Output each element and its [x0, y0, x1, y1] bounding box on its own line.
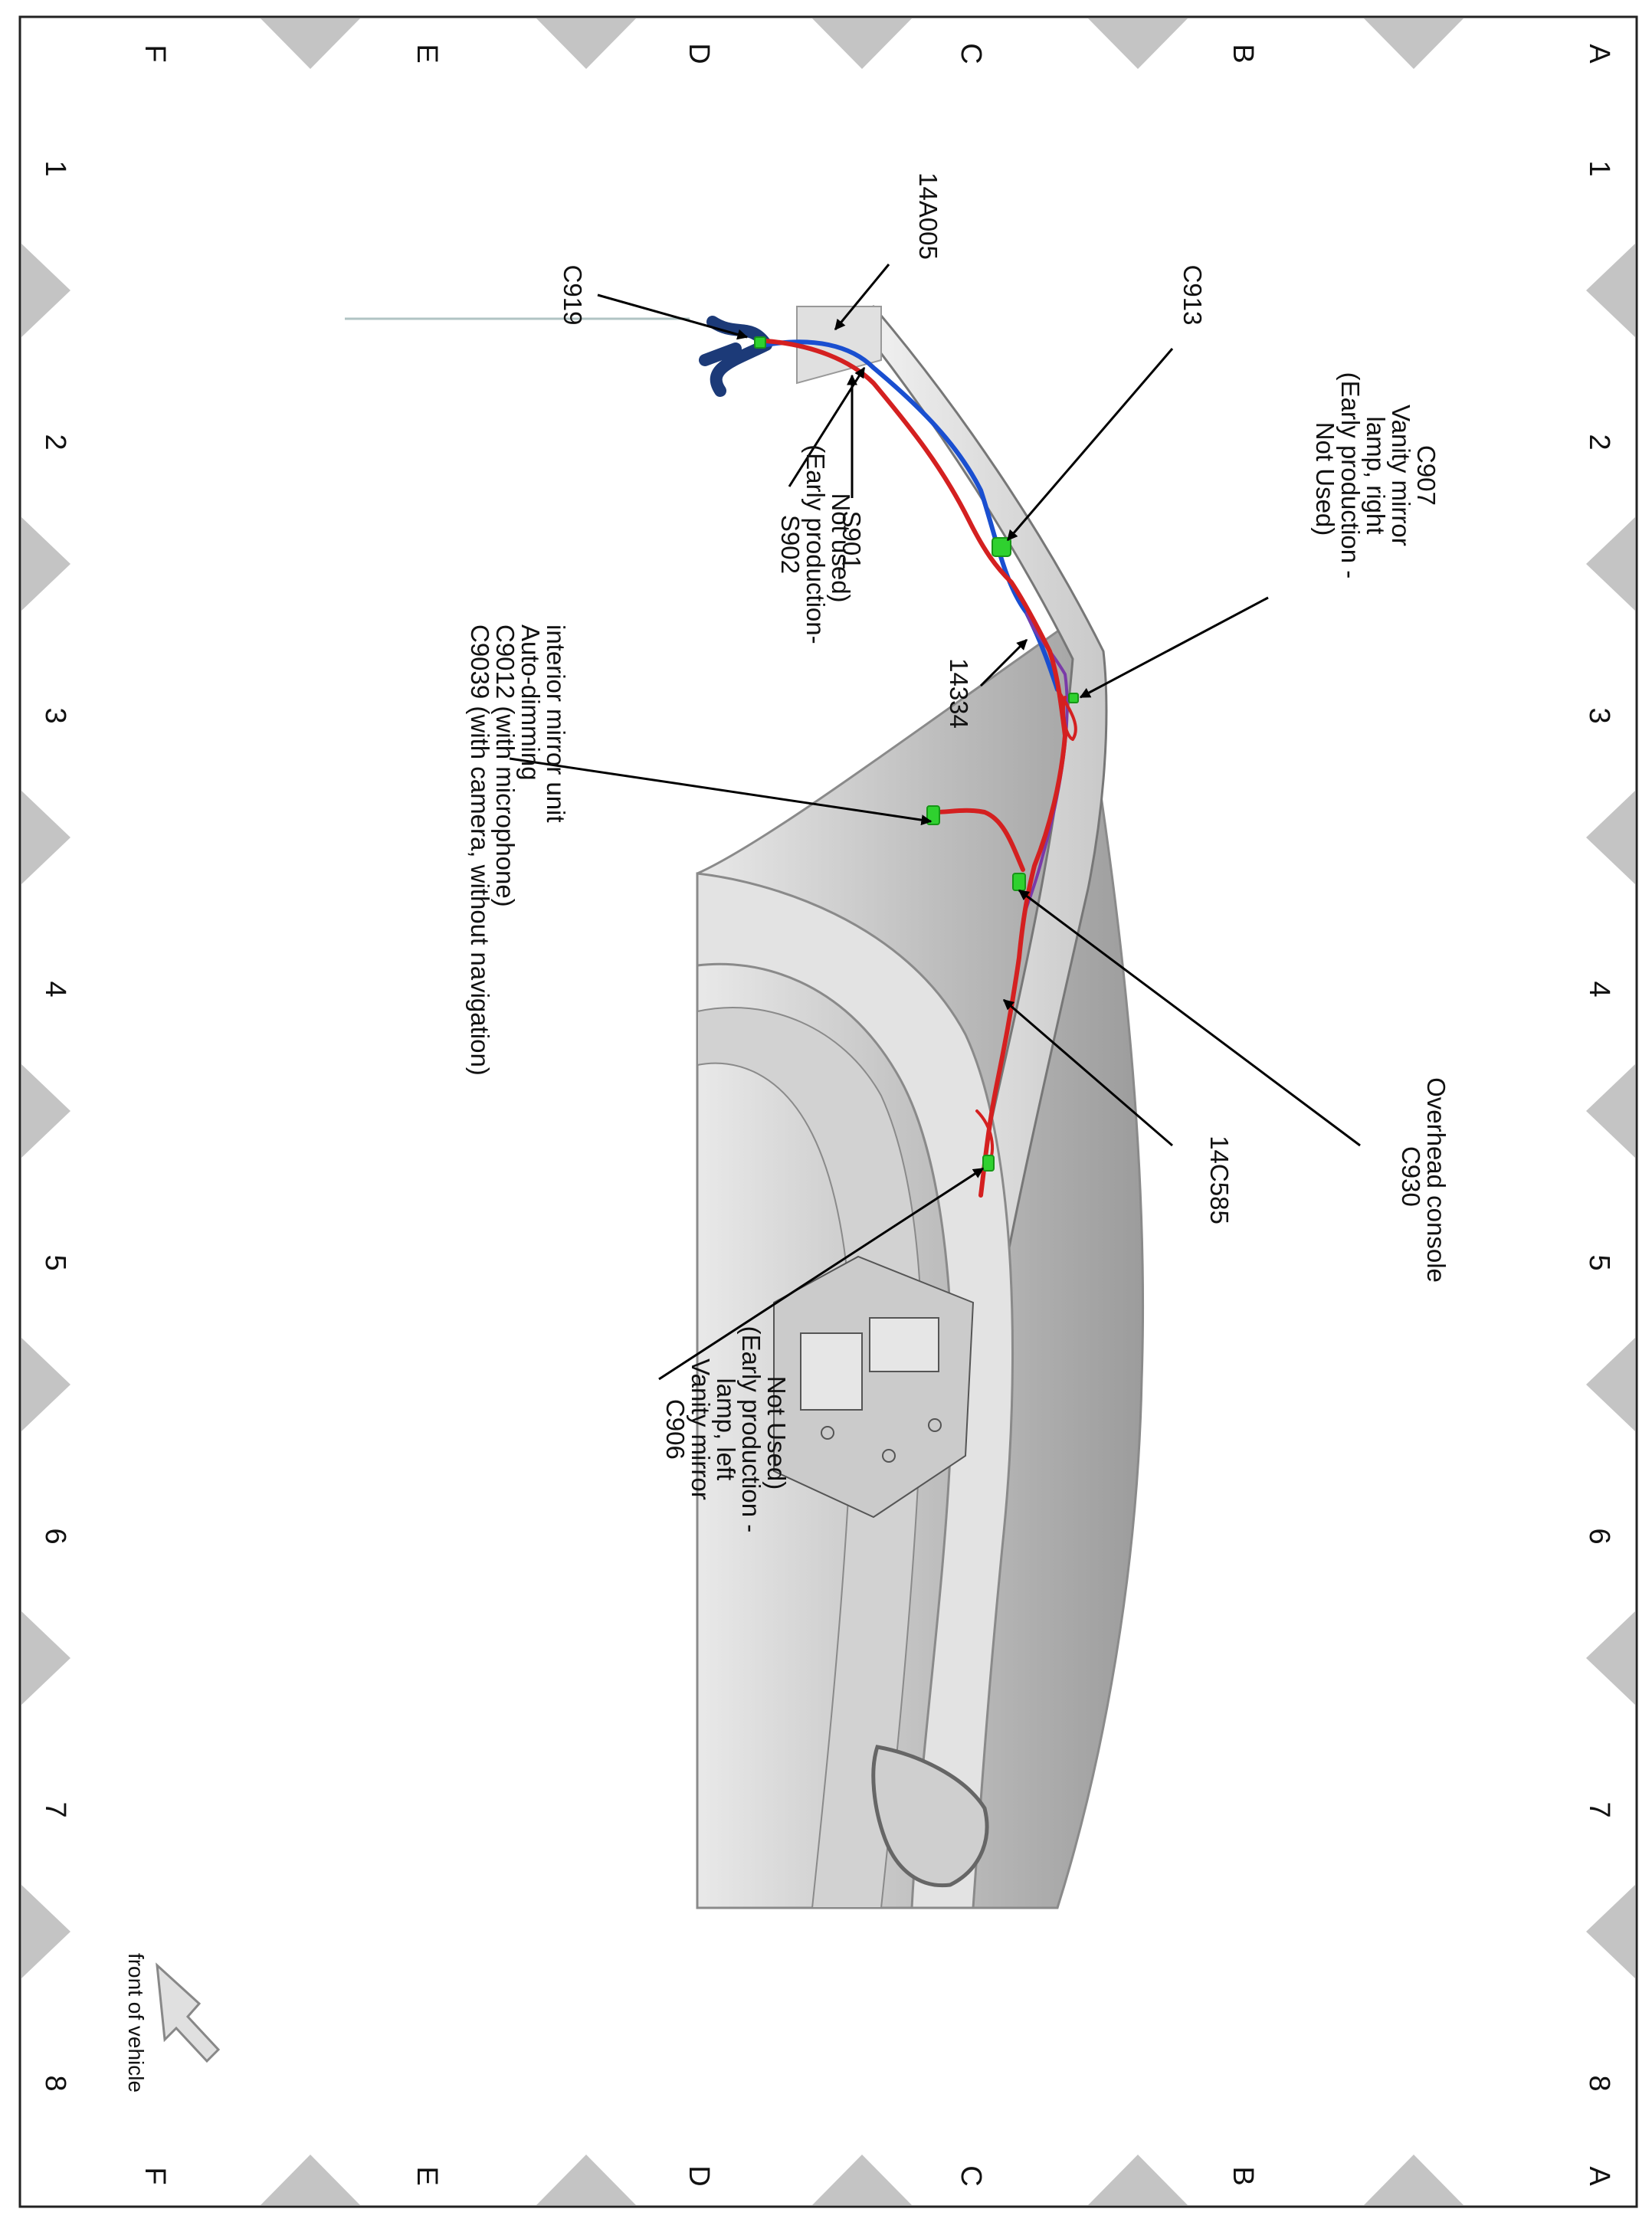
callout-c930: C930 Overhead console — [1397, 1077, 1450, 1283]
harness-red-c907-loop — [1056, 688, 1077, 741]
callout-14c585: 14C585 — [1205, 1136, 1234, 1224]
grid-label-col-3-right: 3 — [1583, 707, 1615, 723]
connector-c930 — [1012, 873, 1026, 891]
grid-label-row-e-top: E — [411, 44, 443, 63]
direction-arrow-icon — [156, 1962, 221, 2063]
grid-labels: A B C D E F A B C D E F 1 2 3 4 5 6 7 8 … — [39, 43, 1615, 2186]
inner-frame — [697, 1006, 923, 1909]
grid-label-col-2-left: 2 — [39, 434, 71, 450]
connector-c907 — [1068, 693, 1079, 703]
callout-c906: C906 Vanity mirror lamp, left (Early pro… — [661, 1326, 791, 1540]
grid-label-col-3-left: 3 — [39, 707, 71, 723]
callout-s901: S901 — [837, 510, 866, 569]
callout-c919: C919 — [559, 265, 587, 326]
leader-c919 — [597, 293, 749, 340]
grid-label-col-7-left: 7 — [39, 1801, 71, 1817]
grid-label-row-d-top: D — [683, 43, 715, 64]
callout-c907: C907 Vanity mirror lamp, right (Early pr… — [1311, 372, 1441, 586]
grid-label-row-c-bottom: C — [955, 2165, 987, 2186]
leader-c907 — [1079, 596, 1269, 699]
grid-label-row-b-bottom: B — [1227, 2166, 1259, 2185]
grid-label-row-c-top: C — [955, 43, 987, 64]
grid-label-row-f-top: F — [139, 44, 171, 62]
grid-label-col-6-left: 6 — [39, 1528, 71, 1544]
grid-label-col-8-right: 8 — [1583, 2075, 1615, 2091]
connector-c919 — [754, 336, 766, 349]
leader-lines — [509, 264, 1361, 1381]
harness-red-main — [764, 339, 1067, 1198]
connectors — [754, 336, 1079, 1172]
grid-label-row-e-bottom: E — [411, 2166, 443, 2185]
grid-label-col-1-right: 1 — [1583, 160, 1615, 176]
leader-14c585 — [1002, 998, 1173, 1147]
connector-c906 — [982, 1155, 995, 1172]
leader-c9039 — [509, 757, 933, 826]
callout-14334: 14334 — [945, 658, 973, 729]
grid-label-row-f-bottom: F — [139, 2167, 171, 2184]
leader-c906 — [658, 1167, 985, 1381]
grid-label-col-5-left: 5 — [39, 1254, 71, 1270]
sheet-border — [18, 15, 1638, 2208]
grid-label-row-a-top: A — [1583, 44, 1615, 64]
connector-c913 — [992, 537, 1011, 557]
front-of-vehicle-indicator: front of vehicle — [124, 1953, 221, 2093]
leader-14a005 — [834, 264, 890, 331]
callout-c913: C913 — [1178, 265, 1207, 326]
harness-dark-blue — [699, 316, 772, 397]
leader-c930 — [1018, 889, 1361, 1147]
grid-label-row-b-top: B — [1227, 44, 1259, 63]
grid-markers — [21, 18, 1635, 2205]
grid-label-col-8-left: 8 — [39, 2075, 71, 2091]
grid-label-col-4-right: 4 — [1583, 981, 1615, 997]
visor-cutout — [871, 1745, 989, 1888]
callout-c9039: C9039 (with camera, without navigation) … — [466, 624, 570, 1083]
leader-s902 — [788, 366, 866, 487]
a-pillar-stub — [796, 306, 882, 385]
mounting-bracket — [773, 1255, 975, 1519]
callout-s902: S902 (Early production- Not used) — [776, 444, 855, 651]
grid-label-col-2-right: 2 — [1583, 434, 1615, 450]
leader-14334 — [979, 638, 1028, 687]
grid-label-col-1-left: 1 — [39, 160, 71, 176]
grid-label-col-4-left: 4 — [39, 981, 71, 997]
windshield-frame — [696, 872, 1014, 1909]
grid-label-col-5-right: 5 — [1583, 1254, 1615, 1270]
grid-label-col-7-right: 7 — [1583, 1801, 1615, 1817]
front-of-vehicle-label: front of vehicle — [124, 1953, 148, 2093]
callout-labels: C907 Vanity mirror lamp, right (Early pr… — [466, 172, 1450, 1540]
callout-14a005: 14A005 — [914, 172, 942, 260]
grid-label-row-a-bottom: A — [1583, 2166, 1615, 2186]
leader-c913 — [1006, 348, 1174, 542]
grid-label-row-d-bottom: D — [683, 2165, 715, 2186]
grid-label-col-6-right: 6 — [1583, 1528, 1615, 1544]
vehicle-structure — [345, 305, 1145, 1909]
harness-red-mirror-branch — [933, 808, 1025, 872]
wiring-harness — [699, 316, 1077, 1198]
